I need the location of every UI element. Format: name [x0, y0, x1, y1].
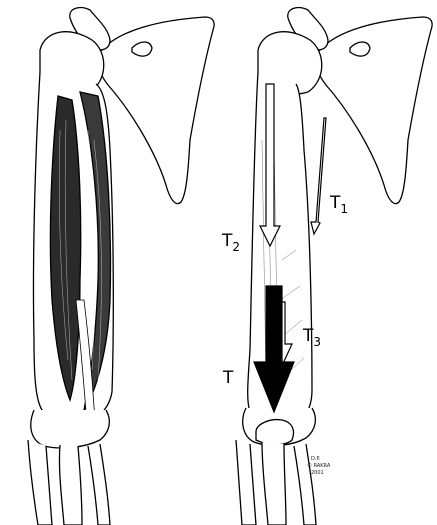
left-ulna: [28, 440, 52, 525]
label-t3: T3: [302, 326, 321, 349]
svg-text:2001: 2001: [311, 470, 324, 476]
label-t2: T2: [221, 231, 240, 254]
left-arm-illustration: [28, 8, 214, 525]
svg-text:D.P.: D.P.: [311, 456, 321, 462]
label-t: T: [222, 368, 234, 388]
left-forearm-right: [88, 444, 110, 525]
right-ulna: [236, 440, 256, 525]
arrow-t1: [311, 118, 326, 234]
right-scapula: [316, 17, 433, 204]
left-elbow: [31, 410, 110, 448]
right-radius-head: [256, 420, 294, 445]
right-radius: [262, 442, 286, 525]
artist-signature: D.P. © RAKRA 2001: [307, 456, 331, 476]
left-radius: [59, 445, 82, 525]
svg-text:© RAKRA: © RAKRA: [307, 462, 331, 469]
label-t1: T1: [329, 193, 348, 216]
left-scapula: [98, 17, 215, 204]
